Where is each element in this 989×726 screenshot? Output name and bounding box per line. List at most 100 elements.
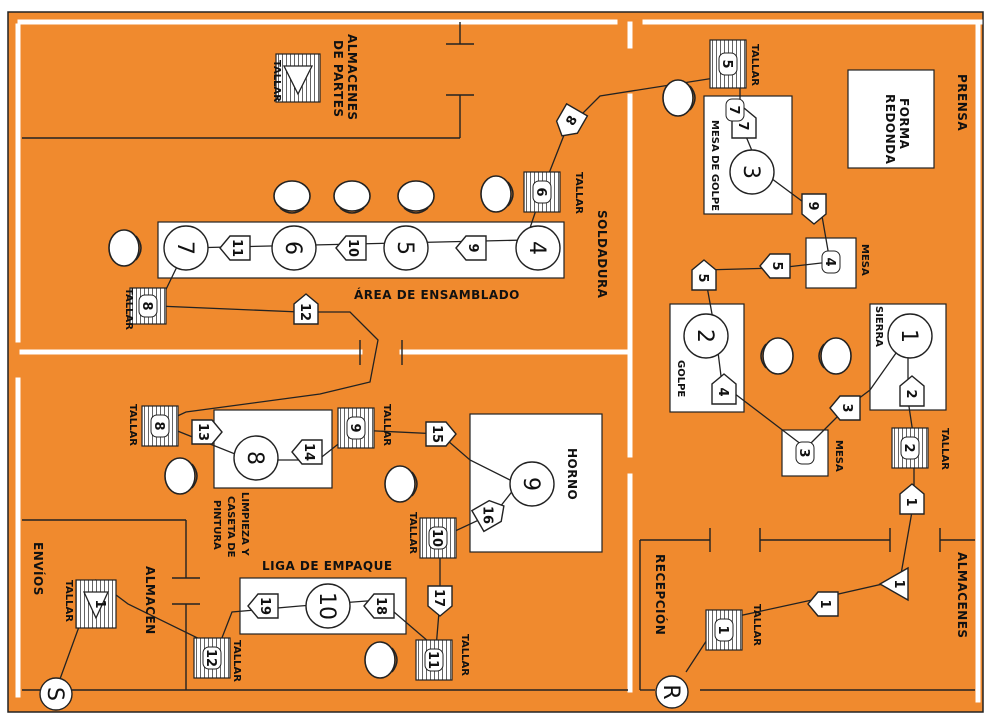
transport-8: 8 <box>555 102 589 137</box>
svg-text:R: R <box>658 684 683 699</box>
area-labels: ALMACENES DE PARTES PRENSA FORMA REDONDA… <box>31 34 969 682</box>
svg-text:1: 1 <box>715 625 730 634</box>
transport-5b: 5 <box>759 253 791 279</box>
delay-9: 9 <box>337 407 375 449</box>
transport-2: 2 <box>899 375 925 407</box>
delay-2: 2 <box>891 427 929 469</box>
svg-text:11: 11 <box>425 651 440 669</box>
svg-text:3: 3 <box>796 448 811 457</box>
transport-10: 10 <box>335 235 367 261</box>
operation-2: 2 <box>683 313 729 359</box>
svg-text:13: 13 <box>195 423 210 441</box>
svg-text:7: 7 <box>726 105 741 114</box>
delay-4: 4 <box>821 250 841 274</box>
worker-sierra <box>818 337 852 375</box>
label-tallar-press: TALLAR <box>749 44 760 86</box>
label-mesa-de-golpe: MESA DE GOLPE <box>709 120 720 211</box>
label-recepcion: RECEPCIÓN <box>653 554 668 635</box>
operation-1: 1 <box>887 313 933 359</box>
svg-text:15: 15 <box>429 425 444 443</box>
delay-10: 10 <box>419 517 457 559</box>
svg-text:S: S <box>42 687 67 701</box>
transport-9: 9 <box>455 235 487 261</box>
transports: 1 1 2 3 4 5 5 6 7 8 9 10 11 12 13 14 15 … <box>191 102 925 619</box>
worker-assembly-3 <box>273 180 311 214</box>
svg-text:4: 4 <box>524 241 549 255</box>
svg-text:2: 2 <box>901 443 916 452</box>
worker-oven <box>384 465 418 503</box>
transport-3: 3 <box>829 395 861 421</box>
transport-14: 14 <box>291 439 323 465</box>
forma-redonda-box <box>847 69 935 169</box>
label-almacenes-partes-2: DE PARTES <box>331 40 345 118</box>
label-liga-empaque: LIGA DE EMPAQUE <box>262 559 393 573</box>
delay-1: 1 <box>705 609 743 651</box>
svg-text:17: 17 <box>431 589 446 607</box>
label-tallar-oven: TALLAR <box>407 512 418 554</box>
delay-7: 7 <box>725 98 745 122</box>
label-tallar-envios: TALLAR <box>63 580 74 622</box>
operation-8: 8 <box>233 435 279 481</box>
label-tallar-shipping-delay: TALLAR <box>231 640 242 682</box>
svg-text:6: 6 <box>533 187 548 196</box>
transport-11: 11 <box>219 235 251 261</box>
worker-assembly-1 <box>397 180 435 214</box>
svg-text:5: 5 <box>719 59 734 68</box>
label-limpieza-2: CASETA DE <box>225 496 236 558</box>
delay-12: 12 <box>193 637 231 679</box>
storage-start: 1 <box>878 566 909 602</box>
transport-12: 12 <box>293 293 319 325</box>
transport-1b: 1 <box>899 483 925 515</box>
svg-text:5: 5 <box>769 261 784 270</box>
svg-text:5: 5 <box>392 241 417 255</box>
worker-assembly-2 <box>333 180 371 214</box>
svg-text:2: 2 <box>692 329 717 343</box>
label-prensa: PRENSA <box>955 74 969 131</box>
svg-text:3: 3 <box>839 403 854 412</box>
label-golpe: GOLPE <box>675 360 686 397</box>
label-tallar-packing: TALLAR <box>459 634 470 676</box>
storage-partes <box>275 53 321 103</box>
svg-text:6: 6 <box>808 201 823 210</box>
svg-text:9: 9 <box>465 243 480 252</box>
svg-text:12: 12 <box>203 649 218 667</box>
walls <box>15 19 983 703</box>
delay-6: 6 <box>523 171 561 213</box>
delay-3: 3 <box>795 441 815 465</box>
shipping-endpoint: S <box>39 677 73 711</box>
operation-9: 9 <box>509 461 555 507</box>
label-tallar-assembly: TALLAR <box>123 288 134 330</box>
worker-cleaning <box>164 457 198 495</box>
svg-text:19: 19 <box>257 597 272 615</box>
transport-1a: 1 <box>807 591 839 617</box>
label-horno: HORNO <box>565 448 579 500</box>
svg-text:1: 1 <box>891 579 906 588</box>
label-tallar-cleaning-left: TALLAR <box>127 404 138 446</box>
svg-text:18: 18 <box>373 597 388 615</box>
svg-text:8: 8 <box>151 421 166 430</box>
transport-15: 15 <box>425 421 457 447</box>
operation-7: 7 <box>163 225 209 271</box>
label-tallar-sierra: TALLAR <box>939 428 950 470</box>
reception-endpoint: R <box>655 675 689 709</box>
worker-press <box>662 79 696 117</box>
svg-text:7: 7 <box>172 241 197 255</box>
svg-text:16: 16 <box>479 506 494 524</box>
svg-text:10: 10 <box>429 529 444 547</box>
svg-text:10: 10 <box>314 592 339 620</box>
delay-8b: 8 <box>141 405 179 447</box>
label-almacenes: ALMACENES <box>955 552 969 639</box>
delays: 1 2 3 4 5 6 7 8 8 9 10 11 12 <box>129 39 929 681</box>
label-area-ensamblado: ÁREA DE ENSAMBLADO <box>354 287 520 302</box>
operation-4: 4 <box>515 225 561 271</box>
svg-text:1: 1 <box>817 599 832 608</box>
operation-5: 5 <box>383 225 429 271</box>
delay-8a: 8 <box>129 287 167 325</box>
svg-text:8: 8 <box>139 301 154 310</box>
label-sierra: SIERRA <box>873 306 884 347</box>
svg-text:2: 2 <box>903 389 918 398</box>
transport-6: 6 <box>801 193 827 225</box>
svg-text:9: 9 <box>518 477 543 491</box>
